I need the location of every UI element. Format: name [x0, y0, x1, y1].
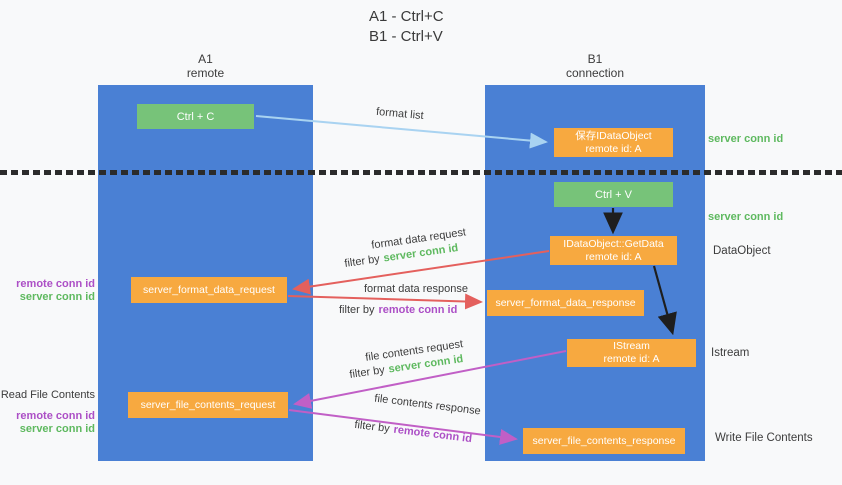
left-label-remote-conn-id-top: remote conn id [16, 278, 95, 290]
lifeline-a1-role: remote [186, 66, 225, 80]
node-getdata-line2: remote id: A [585, 250, 642, 263]
flow-label-format-data-response: format data response [364, 283, 468, 295]
filter-by-text: filter by [339, 304, 375, 316]
flow-label-file-contents-response: file contents response [373, 392, 482, 418]
node-server-format-data-request: server_format_data_request [131, 277, 287, 303]
node-save-idataobject: 保存IDataObject remote id: A [554, 128, 673, 157]
left-label-remote-conn-id-bottom: remote conn id [16, 410, 95, 422]
diagram-title: A1 - Ctrl+C B1 - Ctrl+V [369, 7, 444, 47]
lifeline-b1-role: connection [565, 66, 625, 80]
title-line-b1: B1 - Ctrl+V [369, 28, 443, 45]
remote-conn-id-text: remote conn id [378, 304, 458, 316]
left-label-read-file-contents: Read File Contents [0, 389, 95, 401]
left-label-server-conn-id-top: server conn id [19, 291, 95, 303]
node-server-file-contents-request: server_file_contents_request [128, 392, 288, 418]
node-format-request-label: server_format_data_request [143, 283, 275, 296]
node-save-idataobject-line1: 保存IDataObject [575, 129, 652, 142]
lifeline-header-b1: B1 connection [485, 52, 705, 80]
arrow-format-data-response [287, 293, 483, 310]
remote-conn-id-text: remote conn id [392, 423, 473, 446]
node-getdata-line1: IDataObject::GetData [563, 237, 664, 250]
lifeline-b1-name: B1 [587, 52, 603, 66]
node-istream: IStream remote id: A [567, 339, 696, 367]
right-label-istream: Istream [711, 347, 750, 359]
right-label-dataobject: DataObject [713, 245, 771, 257]
title-line-a1: A1 - Ctrl+C [369, 8, 444, 25]
node-ctrl-c: Ctrl + C [137, 104, 254, 129]
right-label-server-conn-id-mid: server conn id [708, 211, 784, 223]
lifeline-a1-name: A1 [198, 52, 213, 66]
node-format-response-label: server_format_data_response [495, 296, 636, 309]
node-ctrl-c-label: Ctrl + C [176, 110, 215, 123]
node-server-format-data-response: server_format_data_response [487, 290, 644, 316]
node-istream-line2: remote id: A [603, 353, 660, 365]
filter-by-text: filter by [343, 253, 381, 270]
right-label-server-conn-id-top: server conn id [708, 133, 784, 145]
node-istream-line1: IStream [613, 340, 650, 352]
node-file-request-label: server_file_contents_request [140, 398, 276, 411]
filter-by-text: filter by [353, 418, 391, 436]
node-save-idataobject-line2: remote id: A [585, 142, 642, 155]
node-ctrl-v: Ctrl + V [554, 182, 673, 207]
left-label-server-conn-id-bottom: server conn id [19, 423, 95, 435]
node-server-file-contents-response: server_file_contents_response [523, 428, 685, 454]
lifeline-header-a1: A1 remote [98, 52, 313, 80]
node-file-response-label: server_file_contents_response [532, 434, 676, 447]
node-ctrl-v-label: Ctrl + V [595, 188, 632, 201]
filter-by-text: filter by [348, 364, 386, 381]
flow-label-format-list: format list [375, 105, 425, 123]
phase-divider-dotted-line [0, 170, 842, 175]
right-label-write-file-contents: Write File Contents [715, 432, 813, 444]
node-idataobject-getdata: IDataObject::GetData remote id: A [550, 236, 677, 265]
